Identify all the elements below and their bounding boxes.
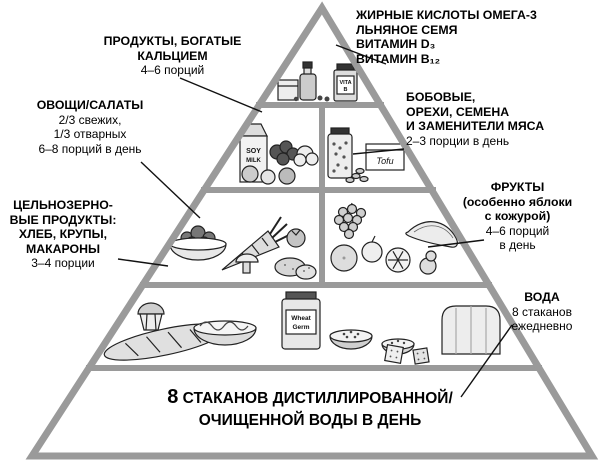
leader-lines — [117, 44, 513, 398]
tier-divider-bands — [86, 102, 542, 371]
tier-vegetables — [169, 216, 317, 280]
wheat-germ-label-2: Germ — [293, 324, 310, 331]
label-calcium-detail: 4–6 порций — [140, 63, 205, 77]
label-water-detail2: ежедневно — [511, 319, 573, 333]
label-legumes-heading2: ОРЕХИ, СЕМЕНА — [406, 104, 510, 119]
soy-carton-label-1: SOY — [246, 148, 261, 155]
base-caption-line1: 8 СТАКАНОВ ДИСТИЛЛИРОВАННОЙ/ — [110, 386, 510, 410]
leader-grains — [117, 258, 169, 267]
label-water: ВОДА 8 стаканов ежедневно — [492, 290, 592, 334]
label-grains-heading4: МАКАРОНЫ — [25, 241, 101, 256]
label-water-heading: ВОДА — [524, 290, 560, 304]
leader-legumes — [352, 148, 405, 155]
cereal-bowl-icon — [329, 329, 373, 350]
muffin-icon — [137, 302, 165, 331]
label-fruits-detail2: в день — [499, 238, 536, 252]
label-vegetables-heading: ОВОЩИ/САЛАТЫ — [36, 98, 144, 112]
label-grains-detail: 3–4 порции — [31, 256, 95, 270]
label-grains-heading2: ВЫЕ ПРОДУКТЫ: — [9, 212, 117, 227]
base-caption: 8 СТАКАНОВ ДИСТИЛЛИРОВАННОЙ/ ОЧИЩЕННОЙ В… — [110, 386, 510, 432]
vitamin-jar-icon: VITA B — [333, 63, 358, 102]
tier-calcium-foods: SOY MILK — [238, 123, 319, 185]
label-fruits-heading1: ФРУКТЫ — [490, 180, 545, 194]
label-legumes-heading1: БОБОВЫЕ, — [406, 90, 476, 104]
base-caption-line2: ОЧИЩЕННОЙ ВОДЫ В ДЕНЬ — [198, 412, 422, 429]
leader-fruits — [427, 239, 485, 248]
label-fruits-heading2: (особенно яблоки — [462, 194, 573, 209]
cauliflower-icon — [293, 145, 319, 167]
label-calcium-heading1: ПРОДУКТЫ, БОГАТЫЕ — [103, 34, 242, 48]
vitamin-jar-label-2: B — [344, 87, 348, 93]
nuts-icon — [345, 167, 369, 184]
leader-omega3 — [335, 44, 387, 65]
label-legumes: БОБОВЫЕ, ОРЕХИ, СЕМЕНА И ЗАМЕНИТЕЛИ МЯСА… — [406, 90, 576, 148]
pasta-bowl-icon — [193, 320, 257, 346]
soy-carton-label-2: MILK — [246, 158, 261, 164]
leader-calcium — [179, 77, 263, 113]
banana-icon — [405, 221, 458, 248]
wheat-germ-jar-icon: Wheat Germ — [281, 291, 321, 350]
grapes-icon — [333, 202, 367, 240]
label-vegetables: ОВОЩИ/САЛАТЫ 2/3 свежих, 1/3 отварных 6–… — [10, 98, 170, 156]
leader-vegetables — [140, 161, 201, 219]
label-legumes-heading3: И ЗАМЕНИТЕЛИ МЯСА — [406, 119, 545, 133]
label-omega3-line4: ВИТАМИН B₁₂ — [356, 51, 441, 66]
tomato-icon — [286, 228, 306, 248]
label-legumes-detail: 2–3 порции в день — [406, 133, 510, 148]
leader-water — [460, 324, 513, 398]
label-fruits-heading3: с кожурой) — [484, 209, 551, 223]
label-vegetables-detail1: 2/3 свежих, — [58, 112, 122, 127]
bean-jar-icon — [327, 127, 353, 179]
label-grains-heading1: ЦЕЛЬНОЗЕРНО- — [13, 198, 113, 212]
label-vegetables-detail2: 1/3 отварных — [53, 127, 127, 141]
label-water-detail1: 8 стаканов — [512, 304, 572, 319]
vitamin-jar-label-1: VITA — [339, 80, 351, 86]
tier-fruits — [330, 202, 458, 275]
supplement-box-icon — [277, 79, 299, 101]
orange-icon — [330, 244, 358, 272]
pyramid-outline — [25, 1, 599, 460]
label-vegetables-detail3: 6–8 порций в день — [38, 141, 142, 156]
label-grains-heading3: ХЛЕБ, КРУПЫ, — [18, 227, 108, 241]
base-caption-line1-rest: СТАКАНОВ ДИСТИЛЛИРОВАННОЙ/ — [182, 390, 453, 407]
label-omega3-line3: ВИТАМИН D₃ — [356, 37, 436, 51]
label-omega3: ЖИРНЫЕ КИСЛОТЫ ОМЕГА-3 ЛЬНЯНОЕ СЕМЯ ВИТА… — [356, 8, 596, 66]
label-omega3-line1: ЖИРНЫЕ КИСЛОТЫ ОМЕГА-3 — [356, 8, 537, 22]
wheat-germ-label-1: Wheat — [291, 315, 311, 322]
tofu-box-icon: Tofu — [365, 143, 405, 171]
crackers-icon — [384, 344, 430, 365]
tier-legumes: Tofu — [327, 127, 405, 184]
label-fruits-detail1: 4–6 порций — [485, 223, 550, 238]
seeds-icon — [293, 95, 330, 102]
apple-icon — [361, 235, 383, 263]
bread-loaf-icon — [441, 305, 501, 355]
oil-bottle-icon — [299, 61, 317, 101]
potatoes-icon — [274, 257, 317, 280]
round-vegetables-icon — [241, 165, 296, 185]
label-omega3-line2: ЛЬНЯНОЕ СЕМЯ — [356, 22, 458, 37]
label-calcium-heading2: КАЛЬЦИЕМ — [137, 48, 208, 63]
tofu-label: Tofu — [376, 156, 393, 166]
label-grains: ЦЕЛЬНОЗЕРНО- ВЫЕ ПРОДУКТЫ: ХЛЕБ, КРУПЫ, … — [2, 198, 124, 271]
pear-icon — [419, 250, 437, 275]
label-calcium: ПРОДУКТЫ, БОГАТЫЕ КАЛЬЦИЕМ 4–6 порций — [80, 34, 265, 78]
tier-grains: Wheat Germ — [103, 291, 501, 365]
citrus-half-icon — [385, 247, 411, 273]
base-caption-number: 8 — [167, 386, 179, 408]
label-fruits: ФРУКТЫ (особенно яблоки с кожурой) 4–6 п… — [455, 180, 580, 253]
mushroom-icon — [235, 253, 259, 274]
tier-supplements: VITA B — [277, 61, 358, 102]
